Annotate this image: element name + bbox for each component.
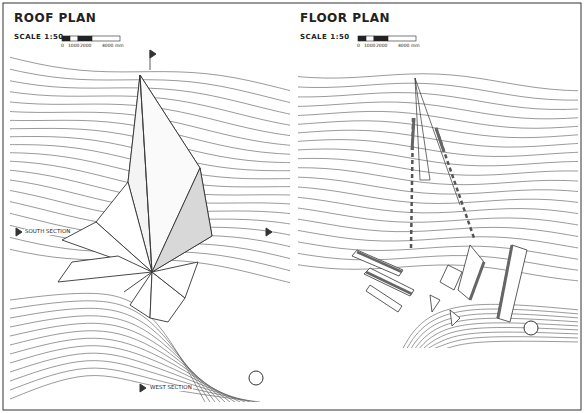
scale-bar <box>92 36 120 41</box>
contour-lines <box>10 57 290 402</box>
scale-bar <box>78 36 92 41</box>
sheet-heading: ROOF PLAN <box>14 12 96 24</box>
scale-number: 1000 <box>68 44 79 49</box>
roof-form <box>58 75 212 322</box>
scale-number: 2000 <box>376 44 387 49</box>
scale-number: 4000 mm <box>102 44 124 49</box>
scale-note: SCALE 1:50 <box>14 34 64 41</box>
section-label: WEST SECTION <box>149 385 193 391</box>
scale-note: SCALE 1:50 <box>300 34 350 41</box>
sheet-heading: FLOOR PLAN <box>300 12 390 24</box>
scale-bar <box>366 36 374 41</box>
sheet-border <box>3 3 581 410</box>
scale-number: 0 <box>61 44 64 49</box>
scale-number: 4000 mm <box>398 44 420 49</box>
scale-bar <box>374 36 388 41</box>
north-arrow <box>249 321 538 385</box>
contour-lines <box>298 74 578 348</box>
scale-number: 2000 <box>80 44 91 49</box>
scale-bar <box>70 36 78 41</box>
scale-bar <box>388 36 416 41</box>
scale-number: 1000 <box>364 44 375 49</box>
floor-walls <box>352 78 527 326</box>
scale-bar <box>358 36 366 41</box>
section-label: SOUTH SECTION <box>24 229 71 235</box>
scale-number: 0 <box>357 44 360 49</box>
scale-bar <box>62 36 416 41</box>
section-markers <box>16 50 272 392</box>
